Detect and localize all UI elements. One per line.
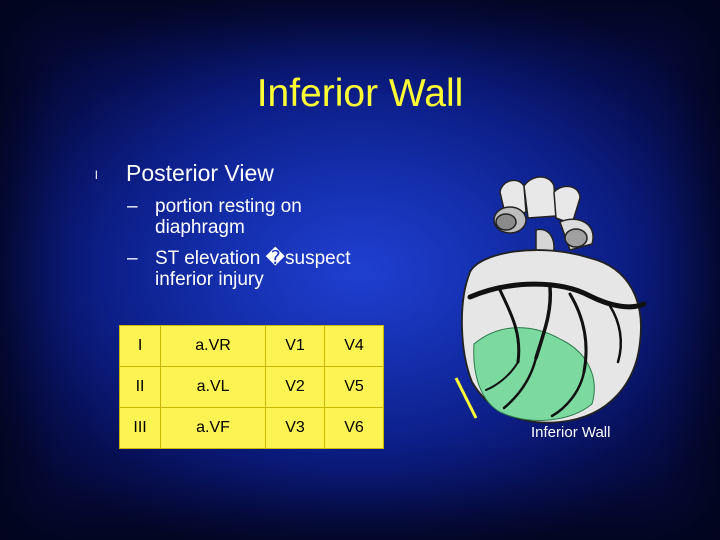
lead-cell: III xyxy=(118,407,162,449)
lead-cell: a.VF xyxy=(160,407,266,449)
table-row: II a.VL V2 V5 xyxy=(118,366,385,408)
heart-caption: Inferior Wall xyxy=(531,424,611,441)
table-row: III a.VF V3 V6 xyxy=(118,407,385,449)
coronary-vessels xyxy=(467,281,647,418)
lead-cell: V2 xyxy=(264,366,325,408)
bullet-posterior-view: Posterior View xyxy=(126,160,274,186)
sub-bullet-line: inferior injury xyxy=(155,269,264,290)
lead-cell: a.VL xyxy=(160,366,266,408)
inferior-wall-pointer xyxy=(454,377,478,419)
lead-cell: V1 xyxy=(264,325,325,367)
lead-cell: I xyxy=(118,325,162,367)
sub-bullet-dash: – xyxy=(127,196,138,217)
sub-bullet-line: ST elevation �suspect xyxy=(155,248,351,269)
lead-cell: V6 xyxy=(323,407,385,449)
table-row: I a.VR V1 V4 xyxy=(118,325,385,367)
heart-posterior-illustration xyxy=(454,176,647,424)
ecg-leads-table: I a.VR V1 V4 II a.VL V2 V5 III a.VF V3 V… xyxy=(118,325,385,449)
slide-title: Inferior Wall xyxy=(256,72,464,115)
bullet-marker: l xyxy=(95,168,98,182)
lead-cell: II xyxy=(118,366,162,408)
sub-bullet-line: diaphragm xyxy=(155,217,245,238)
sub-bullet-dash: – xyxy=(127,248,138,269)
lead-cell: a.VR xyxy=(160,325,266,367)
lead-cell: V4 xyxy=(323,325,385,367)
inferior-wall-region xyxy=(473,327,595,421)
lead-cell: V3 xyxy=(264,407,325,449)
sub-bullet-line: portion resting on xyxy=(155,196,302,217)
lead-cell: V5 xyxy=(323,366,385,408)
